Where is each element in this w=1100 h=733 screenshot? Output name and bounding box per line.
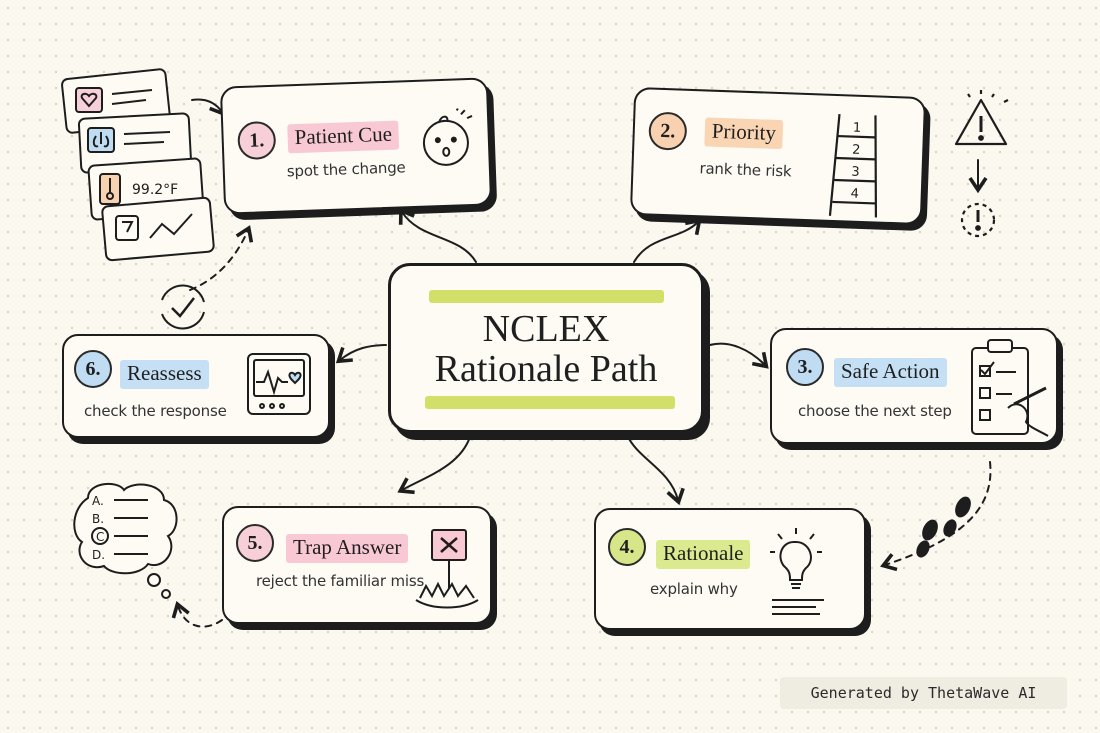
step-subtitle: check the response [84, 402, 227, 420]
ladder-rung-label: 4 [850, 187, 859, 202]
choice-label: C [96, 530, 104, 544]
step-card-reassess: 6. Reassess check the response [62, 334, 330, 438]
choice-label: A. [92, 494, 104, 508]
step-subtitle: spot the change [286, 158, 406, 181]
arrow-to-reassess [335, 344, 387, 364]
center-title-line2: Rationale Path [434, 348, 658, 390]
arrow-to-rationale [627, 436, 685, 506]
arrow-to-safe-action [709, 342, 769, 369]
step-card-safe-action: 3. Safe Action choose the next step [770, 328, 1058, 444]
step-number: 4. [608, 528, 646, 566]
step-title: Trap Answer [286, 534, 409, 563]
heart-monitor-icon [247, 353, 311, 415]
step-number: 1. [237, 120, 277, 161]
step-number: 2. [648, 111, 688, 151]
choice-label: D. [92, 548, 105, 562]
footer-credit: Generated by ThetaWave AI [780, 677, 1067, 709]
arrow-dashed-reassess-to-cards [189, 225, 254, 291]
trap-sign-icon [415, 529, 479, 609]
step-card-priority: 2. Priority rank the risk 1 2 3 4 [629, 86, 927, 226]
arrow-to-priority [633, 218, 702, 263]
lightbulb-icon [770, 528, 824, 615]
step-card-trap-answer: 5. Trap Answer reject the familiar miss [222, 506, 492, 624]
highlight-bar-bottom [425, 396, 675, 409]
choice-label: B. [92, 512, 104, 526]
step-card-patient-cue: 1. Patient Cue spot the change [219, 77, 493, 215]
footprints-icon [916, 496, 971, 558]
clipboard-checklist-icon [971, 339, 1049, 437]
step-subtitle: explain why [650, 580, 738, 598]
arrow-dashed-to-bubble [171, 601, 223, 628]
step-title: Priority [704, 117, 784, 150]
highlight-bar-top [429, 290, 664, 303]
step-number: 5. [236, 524, 274, 562]
step-title: Patient Cue [287, 120, 400, 154]
step-title: Reassess [120, 360, 209, 389]
vital-sign-cards-stack: 99.2°F [61, 68, 215, 262]
refresh-cycle-icon [161, 284, 205, 330]
step-subtitle: rank the risk [699, 159, 792, 181]
ladder-rung-label: 2 [852, 143, 861, 158]
step-number: 6. [74, 350, 112, 388]
ladder-icon: 1 2 3 4 [828, 114, 878, 218]
answer-choices-thought-bubble: A. B. C D. [73, 482, 178, 599]
arrow-to-patient-cue [398, 207, 477, 263]
step-subtitle: reject the familiar miss [256, 572, 425, 590]
arrow-dashed-footprints [880, 461, 992, 572]
center-title-line1: NCLEX [482, 308, 610, 350]
ladder-rung-label: 1 [853, 121, 862, 136]
center-card: NCLEX Rationale Path [388, 263, 704, 433]
ladder-rung-label: 3 [851, 165, 860, 180]
arrow-to-trap-answer [397, 436, 471, 495]
baby-face-icon [422, 108, 473, 166]
step-number: 3. [786, 348, 824, 386]
warning-icon [954, 90, 1009, 238]
step-title: Rationale [656, 540, 751, 569]
step-subtitle: choose the next step [798, 402, 952, 420]
step-card-rationale: 4. Rationale explain why [594, 508, 866, 630]
temperature-reading: 99.2°F [132, 182, 178, 198]
step-title: Safe Action [834, 358, 947, 387]
